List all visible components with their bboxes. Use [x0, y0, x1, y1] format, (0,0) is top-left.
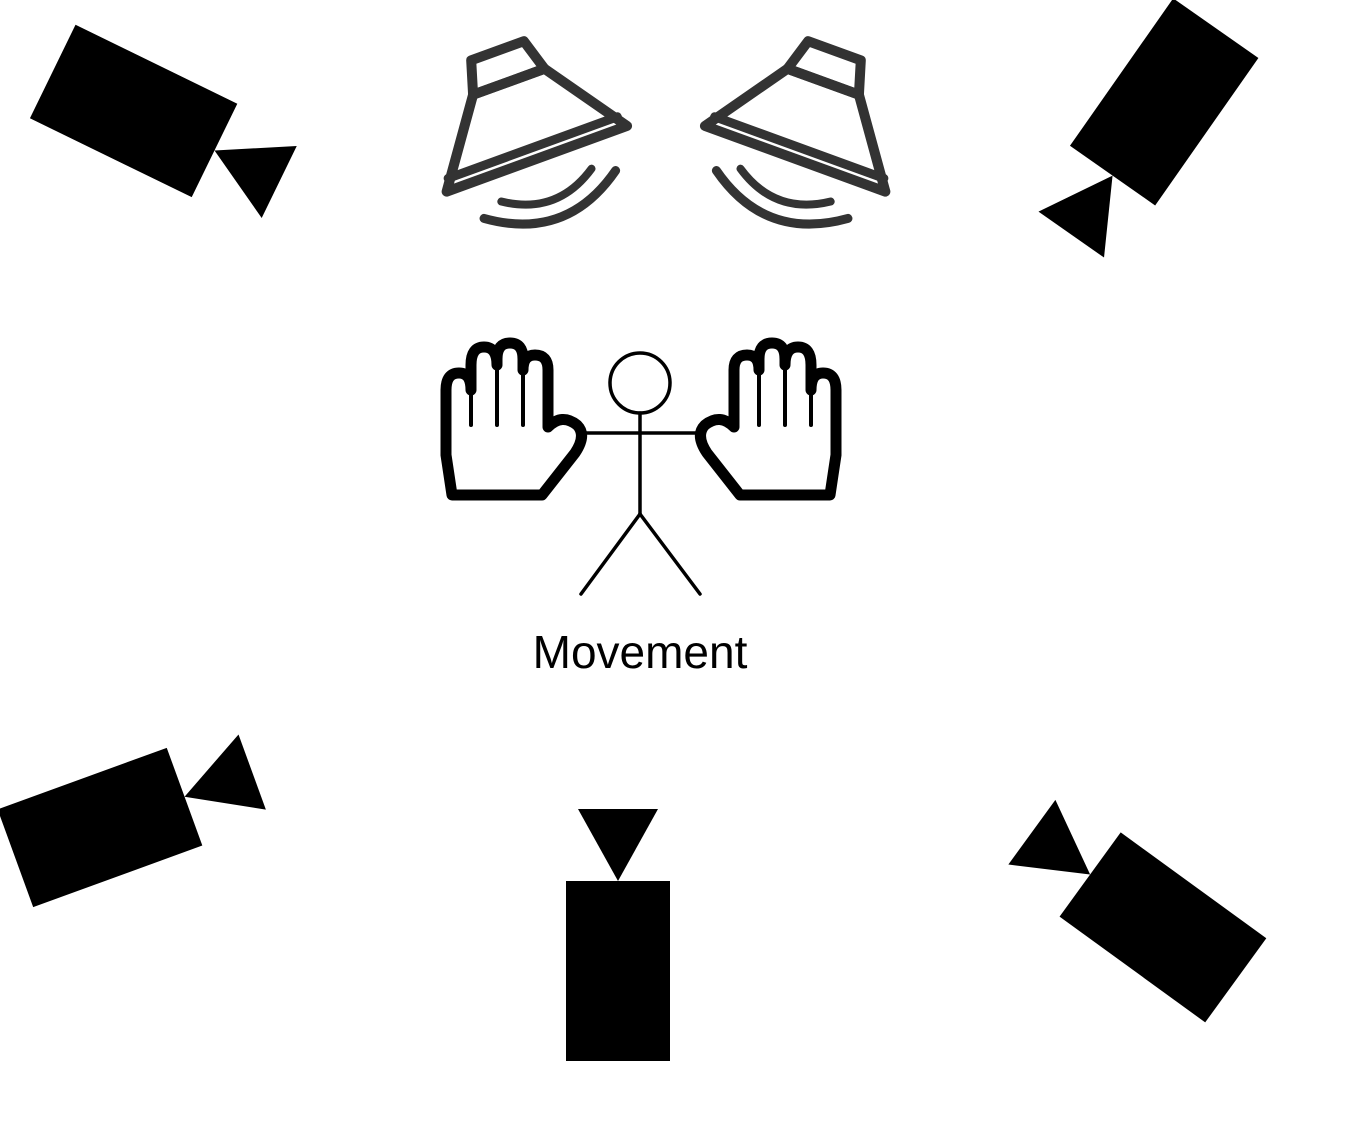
camera-icon [0, 723, 270, 908]
camera-icon [29, 24, 303, 229]
speaker-icon [407, 18, 648, 251]
camera-icon [1028, 0, 1259, 265]
hand-icon [700, 343, 836, 495]
speaker-icon [683, 18, 924, 251]
hand-icon [446, 343, 582, 495]
figure-label: Movement [533, 626, 748, 678]
stick-figure-icon [558, 351, 722, 596]
camera-icon [566, 809, 670, 1061]
camera-icon [1001, 790, 1267, 1023]
